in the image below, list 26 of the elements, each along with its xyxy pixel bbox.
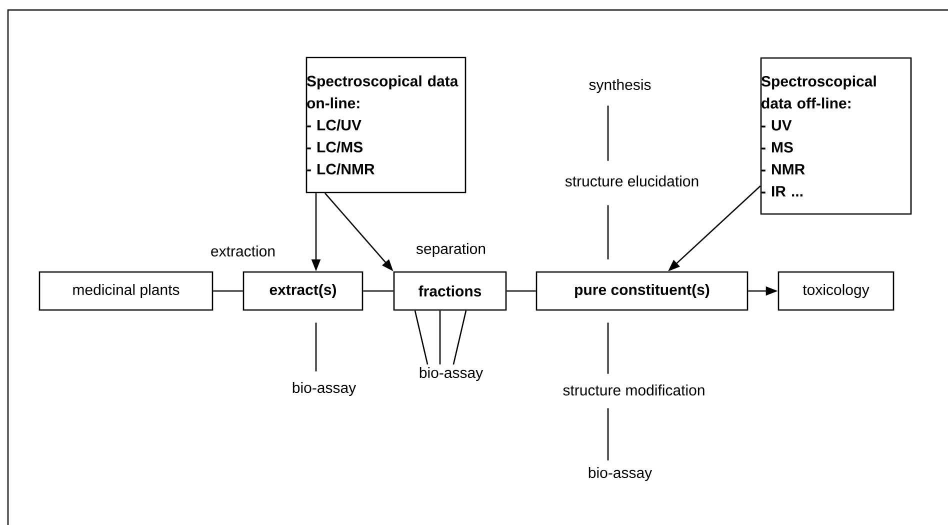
connector-line	[607, 106, 609, 161]
edge-label: extraction	[209, 244, 277, 258]
process-box: fractions	[393, 271, 507, 311]
info-box: Spectroscopical data on-line: - LC/UV - LC/MS - LC/NMR	[306, 56, 466, 194]
connector-line	[363, 290, 394, 292]
process-box: extract(s)	[242, 271, 364, 311]
process-box: toxicology	[778, 271, 894, 311]
process-box: medicinal plants	[38, 271, 214, 311]
step-text: synthesis	[589, 79, 651, 93]
step-text: structure modification	[563, 384, 704, 396]
step-text: bio-assay	[588, 467, 652, 481]
process-box: pure constituent(s)	[536, 271, 748, 311]
step-text: structure elucidation	[565, 176, 698, 186]
connector-line	[607, 322, 609, 374]
step-text: bio-assay	[292, 382, 356, 396]
connector-line	[607, 205, 609, 260]
info-box: Spectroscopical data off-line: - UV - MS - NMR - IR ...	[760, 57, 912, 215]
connector-line	[607, 408, 609, 460]
connector-line	[439, 310, 441, 364]
connector-line	[414, 310, 428, 365]
connector-line	[506, 290, 536, 292]
connector-line	[452, 310, 467, 365]
edge-label: separation	[414, 242, 488, 258]
step-text: bio-assay	[420, 367, 484, 381]
connector-line	[213, 290, 243, 292]
connector-line	[315, 322, 317, 372]
